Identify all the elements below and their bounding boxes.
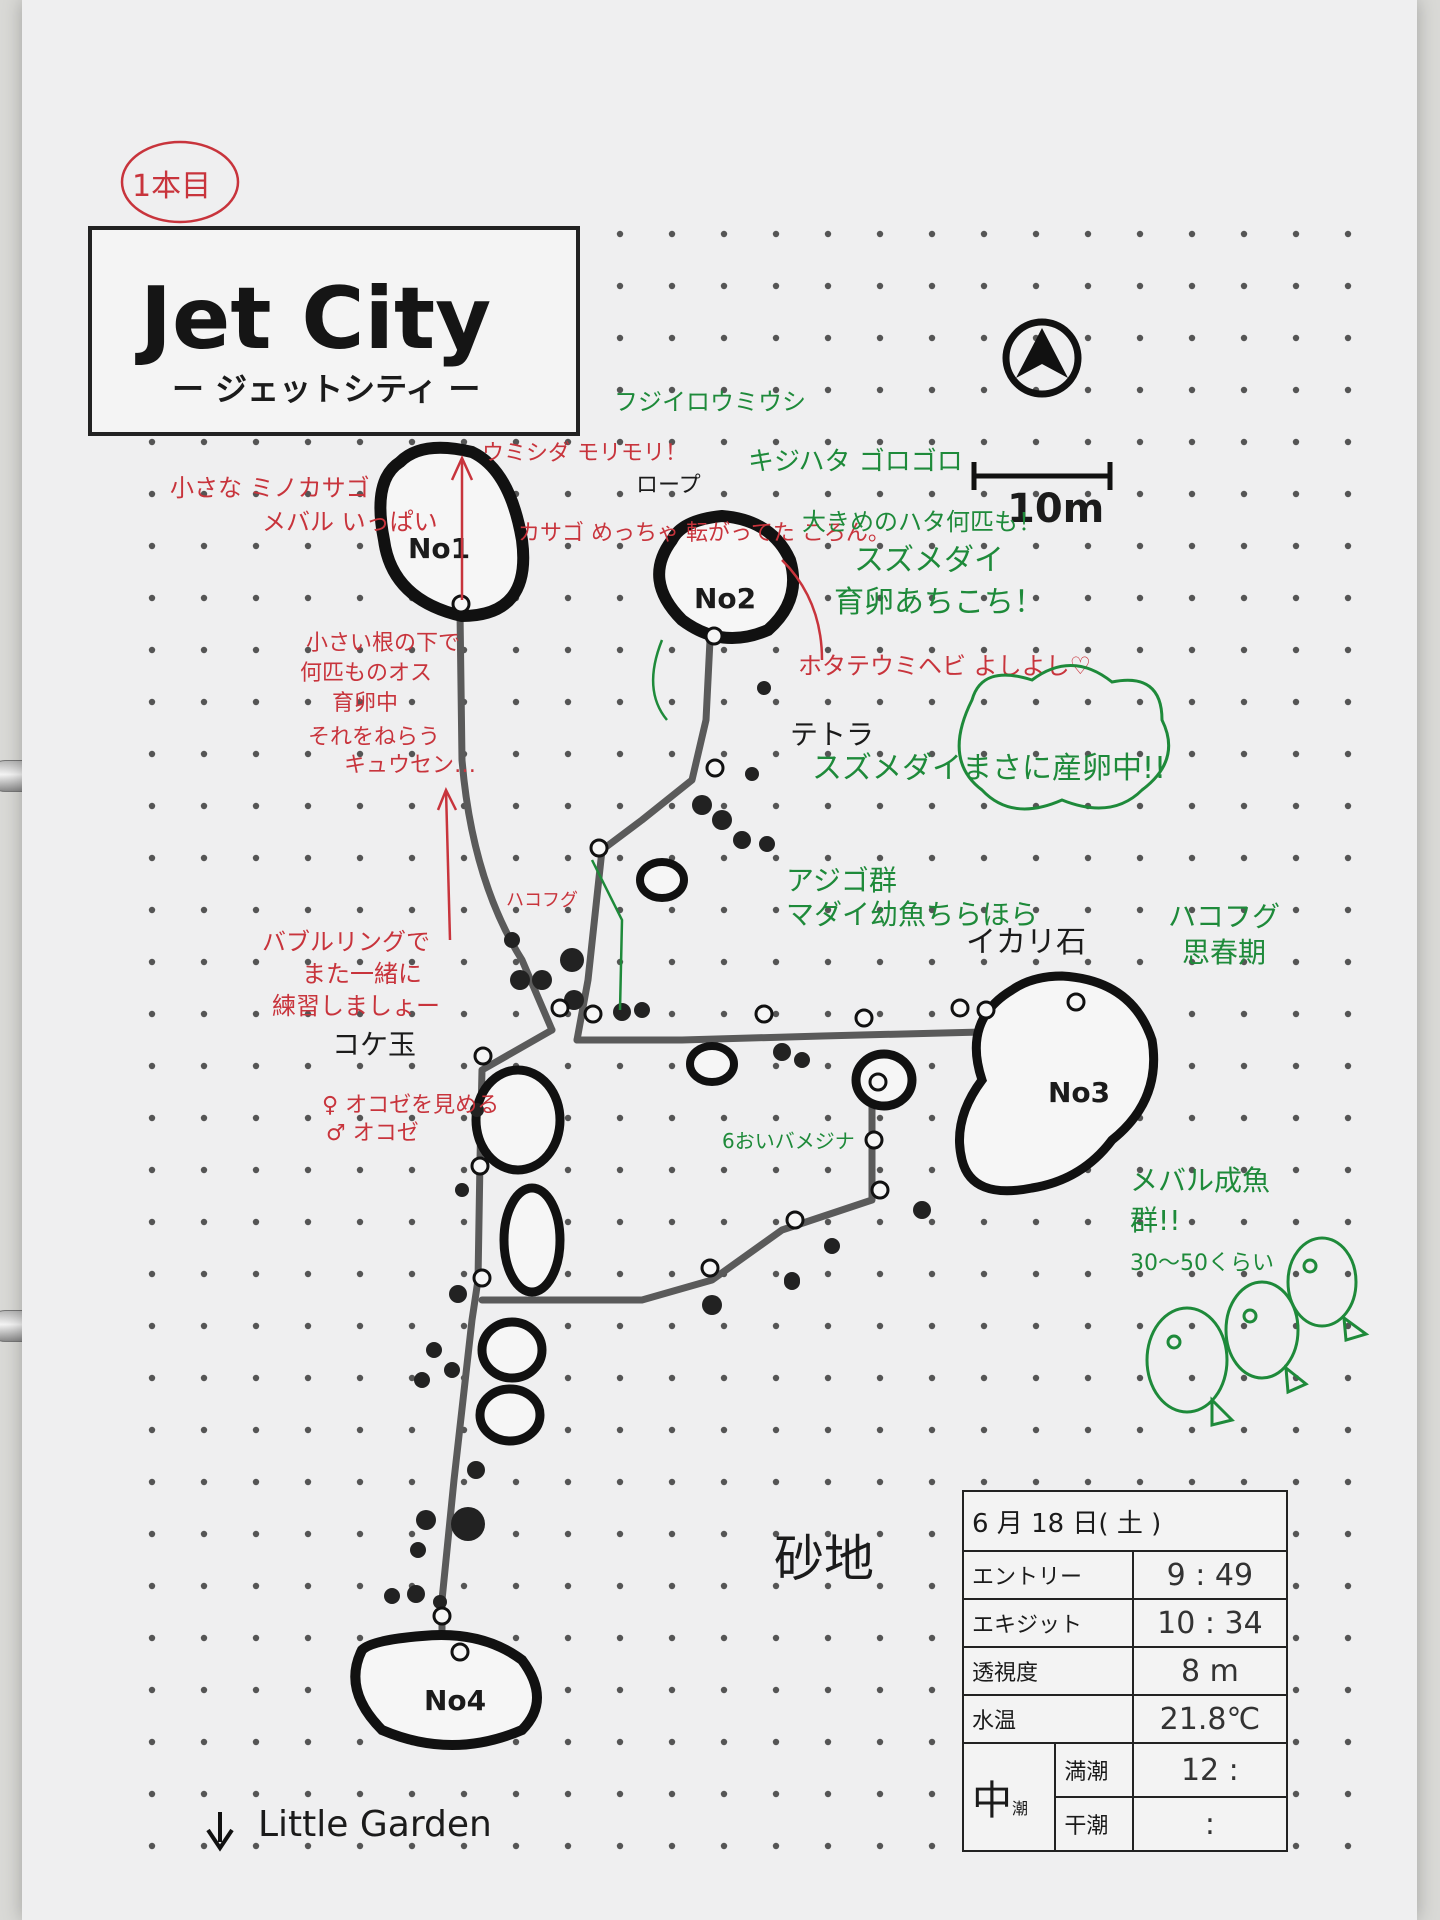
note-kasago: 小さな ミノカサゴ xyxy=(170,474,370,502)
log-low-tide-value: : xyxy=(1131,1796,1289,1852)
note-ocean-2: ♂ オコゼ xyxy=(326,1121,419,1146)
dive-site-map: 1本目 Jet City ー ジェットシティ ー 10m xyxy=(88,140,1370,1890)
note-bubble-2: また一緒に xyxy=(302,960,422,988)
site-label-no3: No3 xyxy=(1048,1076,1110,1109)
note-mebaru-3: 30～50くらい xyxy=(1130,1251,1274,1276)
note-hakofugu-red: ハコフグ xyxy=(506,890,578,911)
note-umishida: ウミシダ モリモリ！ xyxy=(482,441,687,466)
landmark-rope: ロープ xyxy=(636,473,701,498)
log-tide-suffix: 潮 xyxy=(1012,1799,1029,1818)
note-mebaru-1: メバル成魚 xyxy=(1130,1164,1270,1197)
log-entry-label: エントリー xyxy=(962,1550,1134,1600)
log-exit-value: 10 : 34 xyxy=(1131,1598,1289,1648)
note-bubble-3: 練習しましょー xyxy=(272,992,440,1020)
note-hotate: ホタテウミヘビ よしよし♡ xyxy=(798,652,1091,680)
scale-bar xyxy=(971,462,1113,490)
speech-cloud xyxy=(957,664,1171,811)
dive-number: 1本目 xyxy=(132,169,211,204)
note-bubble-1: バブルリングで xyxy=(262,928,430,956)
note-big-hata: 大きめのハタ何匹も！ xyxy=(802,508,1042,536)
note-kue: 6おいバメジナ xyxy=(722,1129,855,1153)
dive-log-table: 6 月 18 日( 土 ) エントリー 9 : 49 エキジット 10 : 34… xyxy=(961,1490,1289,1852)
log-tide-main: 中 xyxy=(972,1778,1012,1824)
log-date: 6 月 18 日( 土 ) xyxy=(962,1490,1288,1552)
note-fujiiro: フジイロウミウシ xyxy=(614,388,806,416)
landmark-ikari: イカリ石 xyxy=(966,925,1086,960)
note-hakofugu-2: 思春期 xyxy=(1182,936,1266,969)
log-visibility-value: 8 m xyxy=(1131,1646,1289,1696)
title-box xyxy=(88,226,580,436)
map-title: Jet City xyxy=(135,269,491,369)
log-entry-value: 9 : 49 xyxy=(1131,1550,1289,1600)
landmark-koke: コケ玉 xyxy=(332,1028,416,1061)
reef-no2 xyxy=(653,509,800,644)
log-high-tide-value: 12 : xyxy=(1131,1742,1289,1798)
log-high-tide-label: 満潮 xyxy=(1054,1742,1134,1798)
note-mebaru-2: 群!! xyxy=(1130,1204,1180,1237)
reef-no1 xyxy=(374,441,530,623)
reef-no4 xyxy=(350,1630,542,1750)
note-spawning: スズメダイまさに産卵中!! xyxy=(812,751,1166,786)
log-low-tide-label: 干潮 xyxy=(1054,1796,1134,1852)
note-madai: マダイ幼魚ちらほら xyxy=(786,898,1038,931)
note-kasago-many: カサゴ めっちゃ 転がってた ころん。 xyxy=(518,521,890,546)
note-nest-1: 小さい根の下で xyxy=(306,631,460,656)
dive-map-sheet: 1本目 Jet City ー ジェットシティ ー 10m xyxy=(22,0,1417,1920)
little-garden-link[interactable]: Little Garden xyxy=(258,1804,492,1845)
mooring-buoys xyxy=(432,594,1086,1662)
dive-number-circle xyxy=(120,140,240,224)
site-label-no4: No4 xyxy=(424,1684,486,1717)
log-visibility-label: 透視度 xyxy=(962,1646,1134,1696)
map-subtitle: ー ジェットシティ ー xyxy=(172,370,480,408)
site-label-no1: No1 xyxy=(408,532,470,565)
note-suzumedai-1: スズメダイ xyxy=(854,543,1004,578)
note-kijihata: キジハタ ゴロゴロ xyxy=(748,447,963,477)
note-hakofugu-1: ハコフグ xyxy=(1168,900,1280,933)
scale-label: 10m xyxy=(1007,486,1104,532)
fish-drawing-icon xyxy=(1145,1236,1370,1427)
log-temp-value: 21.8℃ xyxy=(1131,1694,1289,1744)
north-arrow-icon xyxy=(1002,318,1082,398)
current-arrows xyxy=(436,454,824,1011)
note-nest-4: それをねらう xyxy=(308,725,440,750)
log-tide-type: 中潮 xyxy=(961,1742,1057,1852)
log-temp-label: 水温 xyxy=(962,1694,1134,1744)
log-exit-label: エキジット xyxy=(962,1598,1134,1648)
note-mebaru: メバル いっぱい xyxy=(262,508,438,536)
landmark-tetra: テトラ xyxy=(790,718,874,751)
note-suzumedai-2: 育卵あちこち！ xyxy=(834,585,1044,620)
note-nest-5: キュウセン… xyxy=(344,753,476,778)
site-label-no2: No2 xyxy=(694,582,756,615)
note-ocean-1: ♀ オコゼを見める xyxy=(322,1093,499,1118)
landmark-sand: 砂地 xyxy=(774,1530,874,1588)
rock-cluster xyxy=(384,681,931,1609)
note-aji: アジゴ群 xyxy=(786,864,897,897)
note-nest-2: 何匹ものオス xyxy=(300,661,432,686)
down-arrow-icon xyxy=(206,1812,234,1852)
reef-no3 xyxy=(955,971,1159,1196)
note-nest-3: 育卵中 xyxy=(332,691,398,716)
